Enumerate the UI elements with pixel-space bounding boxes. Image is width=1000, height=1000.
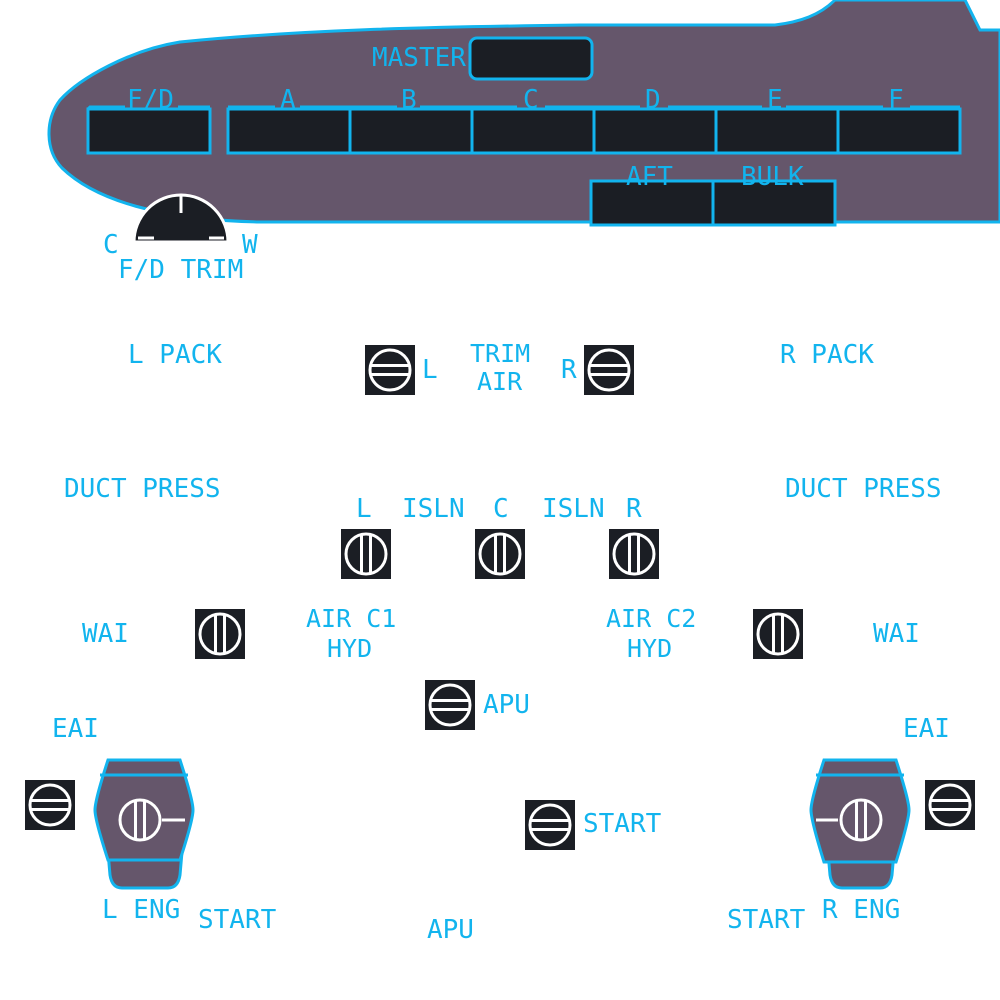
left-engine-start-label: START [198, 905, 277, 935]
trim-air-right-valve[interactable] [584, 345, 634, 395]
eai-right-label: EAI [903, 714, 950, 744]
zone-a-label: A [280, 85, 296, 115]
trim-air-right-label: R [561, 355, 577, 385]
valve-ring [368, 348, 412, 392]
eai-left-label: EAI [52, 714, 99, 744]
zone-bulk-label: BULK [741, 162, 804, 192]
valve-ring [478, 532, 522, 576]
zone-e-box[interactable] [714, 107, 840, 155]
valve-background [925, 780, 975, 830]
valves-layer [25, 345, 975, 850]
valve-background [341, 529, 391, 579]
valve-background [753, 609, 803, 659]
zone-c-box[interactable] [470, 107, 596, 155]
valve-ring [528, 803, 572, 847]
isln-right-valve[interactable] [609, 529, 659, 579]
zone-aft-box[interactable] [589, 179, 715, 227]
eng-left-valve[interactable] [118, 798, 162, 842]
zone-f-box[interactable] [836, 107, 962, 155]
fd-trim-dial [132, 193, 230, 244]
zone-d-label: D [645, 85, 661, 115]
valve-background [475, 529, 525, 579]
l-pack-label: L PACK [128, 340, 222, 370]
valve-background [365, 345, 415, 395]
trim-air-left-label: L [422, 355, 438, 385]
wai-right-valve[interactable] [753, 609, 803, 659]
zone-b-label: B [401, 85, 417, 115]
right-engine-start-label: START [727, 905, 806, 935]
left-engine: L ENG START [93, 758, 277, 935]
eai-right-valve[interactable] [925, 780, 975, 830]
zone-d-box[interactable] [592, 107, 718, 155]
zone-aft-label: AFT [626, 162, 673, 192]
zone-a-box[interactable] [226, 107, 352, 155]
isln-left-label: L [356, 494, 372, 524]
apu-bleed-valve[interactable] [425, 680, 475, 730]
fd-trim-gauge: C W F/D TRIM [103, 193, 258, 285]
isln-left-valve[interactable] [341, 529, 391, 579]
trim-air-left-valve[interactable] [365, 345, 415, 395]
valve-ring [344, 532, 388, 576]
zone-header-line [86, 105, 960, 111]
valve-background [609, 529, 659, 579]
wai-right-label: WAI [873, 619, 920, 649]
trim-air-line1: TRIM [470, 339, 530, 368]
right-engine: R ENG START [727, 758, 911, 935]
isln-right-label: R [626, 494, 642, 524]
valve-background [525, 800, 575, 850]
valve-ring [756, 612, 800, 656]
valve-ring [428, 683, 472, 727]
right-engine-nacelle [809, 758, 911, 864]
isln-left-center-label: ISLN [402, 494, 465, 524]
valve-ring [839, 798, 883, 842]
left-engine-label: L ENG [102, 895, 180, 925]
air-c2-label: AIR C2 [606, 604, 696, 633]
zone-fd-box[interactable] [86, 107, 212, 155]
zone-b-box[interactable] [348, 107, 474, 155]
valve-ring [118, 798, 162, 842]
right-engine-label: R ENG [822, 895, 900, 925]
wai-left-valve[interactable] [195, 609, 245, 659]
zone-e-label: E [767, 85, 783, 115]
isln-center-label: C [493, 494, 509, 524]
zone-fd-label: F/D [127, 85, 174, 115]
apu-label: APU [427, 915, 474, 945]
fd-trim-warm-label: W [242, 230, 258, 260]
valve-background [195, 609, 245, 659]
valve-ring [198, 612, 242, 656]
isln-center-right-label: ISLN [542, 494, 605, 524]
apu-start-label: START [583, 809, 662, 839]
zone-bulk-box[interactable] [711, 179, 837, 227]
cargo-zones: AFT BULK [589, 162, 837, 227]
isln-center-valve[interactable] [475, 529, 525, 579]
duct-press-left-label: DUCT PRESS [64, 474, 221, 504]
wai-left-label: WAI [82, 619, 129, 649]
valve-background [584, 345, 634, 395]
air-c2-hyd-label: HYD [627, 634, 672, 663]
fd-trim-cold-label: C [103, 230, 119, 260]
apu-start-valve[interactable] [525, 800, 575, 850]
valve-background [425, 680, 475, 730]
master-temp-box[interactable] [468, 36, 594, 81]
duct-press-right-label: DUCT PRESS [785, 474, 942, 504]
eai-left-valve[interactable] [25, 780, 75, 830]
r-pack-label: R PACK [780, 340, 874, 370]
trim-air-line2: AIR [477, 367, 523, 396]
zone-f-label: F [888, 85, 904, 115]
master-label: MASTER [372, 43, 466, 73]
apu-bleed-label: APU [483, 690, 530, 720]
air-c1-hyd-label: HYD [327, 634, 372, 663]
valve-ring [28, 783, 72, 827]
air-c1-label: AIR C1 [306, 604, 396, 633]
valve-ring [587, 348, 631, 392]
valve-ring [928, 783, 972, 827]
fd-trim-label: F/D TRIM [118, 255, 243, 285]
valve-ring [612, 532, 656, 576]
zone-c-label: C [523, 85, 539, 115]
valve-background [25, 780, 75, 830]
zone-row: F/D A B C D E F [86, 85, 962, 155]
eng-right-valve[interactable] [839, 798, 883, 842]
